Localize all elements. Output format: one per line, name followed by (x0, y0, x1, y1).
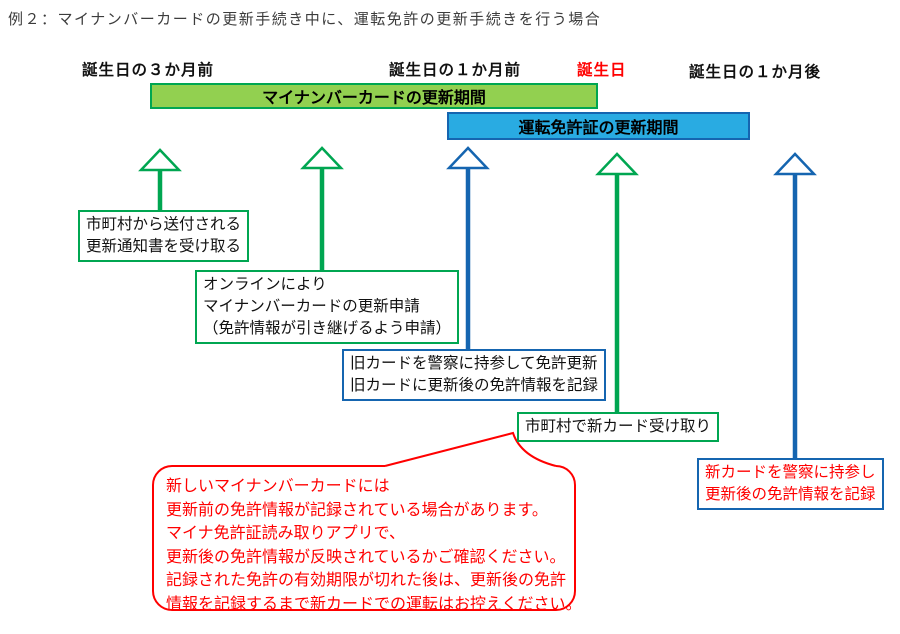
step-line: 新カードを警察に持参し (705, 464, 876, 481)
callout-line: 更新後の免許情報が反映されているかご確認ください。 (166, 548, 566, 566)
step-line: マイナンバーカードの更新申請 (203, 298, 420, 315)
label-1-month-after-birthday: 誕生日の１か月後 (689, 64, 822, 81)
callout-line: 情報を記録するまで新カードでの運転はお控えください。 (166, 595, 582, 613)
up-arrow-icon-step2 (300, 146, 344, 272)
callout-line: マイナ免許証読み取りアプリで、 (166, 525, 406, 542)
step-line: 市町村から送付される (86, 216, 242, 233)
step-line: 更新後の免許情報を記録 (705, 486, 876, 503)
warning-callout-bubble: 新しいマイナンバーカードには 更新前の免許情報が記録されている場合があります。 … (152, 465, 582, 613)
up-arrow-icon-step1 (138, 148, 182, 213)
callout-line: 記録された免許の有効期限が切れた後は、更新後の免許 (166, 572, 567, 589)
callout-tail-pointer (384, 431, 557, 471)
up-arrow-icon-step5 (773, 152, 817, 460)
step-line: 旧カードを警察に持参して免許更新 (350, 355, 598, 372)
step-line: （免許情報が引き継げるよう申請） (203, 320, 452, 337)
step-line: 旧カードに更新後の免許情報を記録 (350, 377, 599, 394)
label-1-month-before-birthday: 誕生日の１か月前 (389, 62, 522, 79)
diagram-title: 例２：マイナンバーカードの更新手続き中に、運転免許の更新手続きを行う場合 (8, 11, 602, 28)
drivers-license-renewal-period-bar: 運転免許証の更新期間 (447, 112, 750, 140)
step-box-online-renewal-application: オンラインにより マイナンバーカードの更新申請 （免許情報が引き継げるよう申請） (195, 270, 460, 344)
label-birthday: 誕生日 (577, 62, 627, 79)
step-box-receive-renewal-notice: 市町村から送付される 更新通知書を受け取る (78, 210, 250, 262)
license-bar-label: 運転免許証の更新期間 (518, 120, 679, 137)
up-arrow-icon-step3 (446, 146, 490, 352)
label-3-months-before-birthday: 誕生日の３か月前 (82, 62, 215, 79)
callout-line: 更新前の免許情報が記録されている場合があります。 (166, 501, 548, 519)
step-line: 更新通知書を受け取る (86, 238, 242, 255)
callout-line: 新しいマイナンバーカードには (166, 478, 390, 495)
step-box-old-card-license-renewal: 旧カードを警察に持参して免許更新 旧カードに更新後の免許情報を記録 (342, 349, 607, 401)
step-line: オンラインにより (203, 276, 327, 293)
step-box-record-info-on-new-card: 新カードを警察に持参し 更新後の免許情報を記録 (697, 458, 884, 510)
up-arrow-icon-step4 (595, 152, 639, 414)
step-box-pickup-new-card: 市町村で新カード受け取り (517, 412, 720, 442)
mynumber-card-renewal-period-bar: マイナンバーカードの更新期間 (150, 83, 598, 109)
step-line: 市町村で新カード受け取り (525, 418, 712, 435)
mynumber-bar-label: マイナンバーカードの更新期間 (262, 90, 486, 107)
